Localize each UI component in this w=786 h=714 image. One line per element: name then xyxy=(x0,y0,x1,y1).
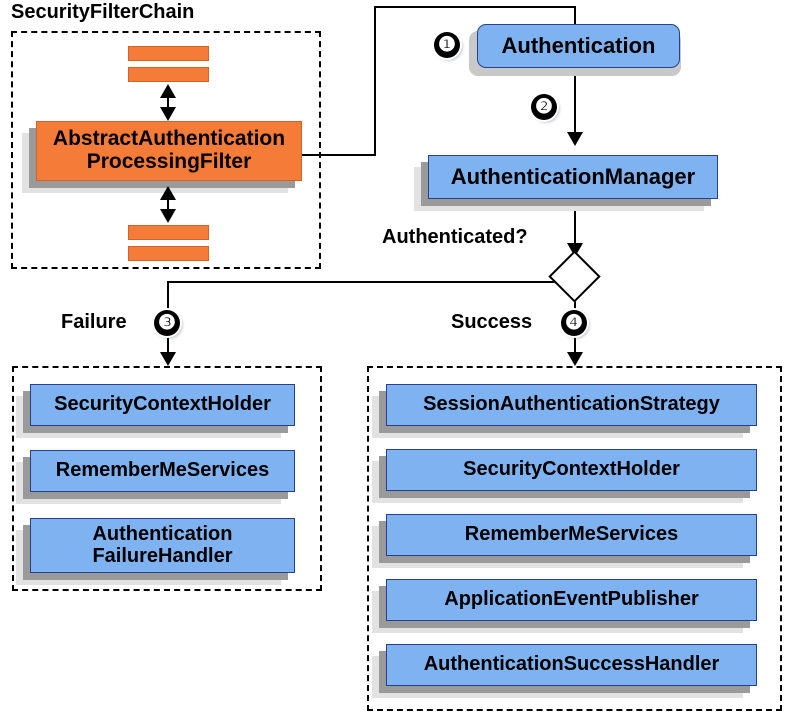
filter-to-authentication-segment-v xyxy=(374,6,376,156)
list-item-label: RememberMeServices xyxy=(464,523,679,546)
decision-to-failure-line-h xyxy=(167,281,559,283)
list-item-label: SecurityContextHolder xyxy=(463,458,680,481)
filter-chain-connector-top xyxy=(167,92,169,114)
node-label: AbstractAuthentication ProcessingFilter xyxy=(52,127,286,173)
node-label-line-1: AbstractAuthentication xyxy=(52,127,286,151)
node-abstract-authentication-processing-filter[interactable]: AbstractAuthentication ProcessingFilter xyxy=(36,121,302,181)
filter-chain-connector-bottom xyxy=(167,194,169,216)
node-authentication-manager[interactable]: AuthenticationManager xyxy=(428,155,718,199)
failure-branch-label: Failure xyxy=(61,311,127,333)
authentication-to-manager-arrow xyxy=(567,132,583,146)
node-label: AuthenticationManager xyxy=(450,164,696,190)
success-branch-container xyxy=(367,366,782,711)
list-item-label: AuthenticationSuccessHandler xyxy=(423,653,720,676)
decision-to-success-arrow xyxy=(567,352,583,366)
decision-diamond-authenticated xyxy=(548,250,601,303)
list-item-label: SecurityContextHolder xyxy=(54,393,271,416)
security-filter-chain-container xyxy=(11,31,321,269)
list-item[interactable]: SecurityContextHolder xyxy=(30,384,295,426)
list-item-label: Authentication FailureHandler xyxy=(92,522,233,567)
list-item[interactable]: RememberMeServices xyxy=(30,450,295,492)
filter-to-authentication-segment-h1 xyxy=(302,154,376,156)
decision-to-failure-arrow xyxy=(160,352,176,366)
filter-placeholder-bar-1 xyxy=(128,46,209,61)
manager-to-decision-line xyxy=(574,199,576,246)
list-item-label-line-1: Authentication xyxy=(92,522,233,545)
filter-to-authentication-segment-h2 xyxy=(374,6,576,8)
list-item-label: ApplicationEventPublisher xyxy=(444,588,699,611)
list-item[interactable]: SessionAuthenticationStrategy xyxy=(386,384,757,426)
filter-chain-arrow-down-bottom xyxy=(160,209,176,223)
filter-placeholder-bar-3 xyxy=(128,225,209,240)
filter-chain-arrow-up-top xyxy=(160,84,176,98)
failure-branch-container xyxy=(12,366,322,591)
list-item[interactable]: SecurityContextHolder xyxy=(386,449,757,491)
node-label-line-2: ProcessingFilter xyxy=(86,150,252,173)
decision-label: Authenticated? xyxy=(382,226,528,248)
list-item[interactable]: AuthenticationSuccessHandler xyxy=(386,644,757,686)
success-branch-label: Success xyxy=(451,311,533,333)
list-item[interactable]: RememberMeServices xyxy=(386,514,757,556)
step-marker-3: ❸ xyxy=(154,310,180,336)
security-filter-chain-title: SecurityFilterChain xyxy=(11,1,195,23)
list-item[interactable]: ApplicationEventPublisher xyxy=(386,579,757,621)
step-marker-1: ❶ xyxy=(434,32,460,58)
node-authentication[interactable]: Authentication xyxy=(477,24,680,68)
filter-chain-arrow-up-bottom xyxy=(160,186,176,200)
filter-chain-arrow-down-top xyxy=(160,107,176,121)
step-marker-4: ❹ xyxy=(561,310,587,336)
list-item-label: RememberMeServices xyxy=(55,459,270,482)
authentication-entry-stub xyxy=(574,6,576,28)
list-item-label-line-2: FailureHandler xyxy=(92,544,233,567)
node-label: Authentication xyxy=(501,33,656,59)
filter-placeholder-bar-2 xyxy=(128,67,209,82)
list-item-label: SessionAuthenticationStrategy xyxy=(423,393,720,416)
list-item[interactable]: Authentication FailureHandler xyxy=(30,518,295,573)
filter-placeholder-bar-4 xyxy=(128,246,209,261)
authentication-to-manager-line xyxy=(574,68,576,136)
step-marker-2: ❷ xyxy=(531,94,557,120)
